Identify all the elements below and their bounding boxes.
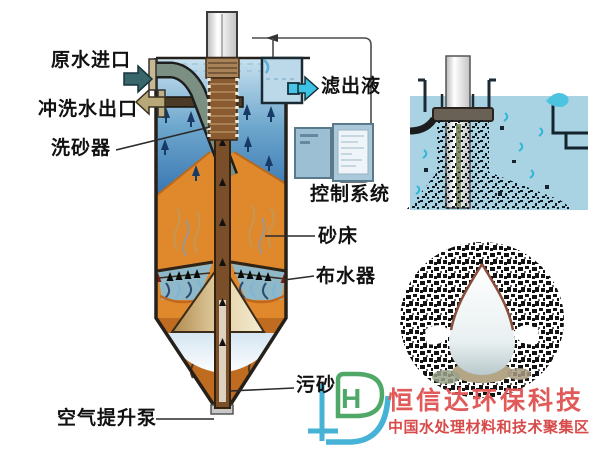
- label-backwash-outlet: 冲洗水出口: [38, 99, 139, 120]
- flow-arrow-left-icon: [266, 34, 278, 42]
- logo-letter: H: [341, 383, 361, 414]
- label-air-lift-pump: 空气提升泵: [57, 408, 158, 429]
- overflow-stream: [263, 59, 270, 74]
- watermark-tagline: 中国水处理材料和技术聚集区: [388, 419, 590, 436]
- label-control-system: 控制系统: [310, 184, 391, 205]
- backwash-arrow-icon: [134, 88, 166, 116]
- filtrate-arrow-icon: [297, 75, 320, 102]
- tank-walls: [154, 58, 288, 411]
- label-filtrate: 滤出液: [321, 76, 382, 97]
- filtrate-weir: [260, 56, 320, 105]
- inlet-backwash-piping: [123, 58, 244, 180]
- inlet-arrow-icon: [123, 64, 154, 94]
- water-distributor: [154, 260, 288, 304]
- sand-motion-lines: [173, 204, 275, 255]
- raw-water-pipe: [154, 64, 236, 179]
- detail-specks: [424, 126, 549, 196]
- inlet-flange: [148, 58, 157, 91]
- riser-pipe-top: [206, 11, 238, 60]
- detail-bubbles: [415, 112, 544, 195]
- airlift-pipe: [205, 57, 240, 409]
- label-sand-bed: 砂床: [318, 226, 359, 247]
- distributor-nozzle-arrows: [166, 269, 272, 281]
- sand-washer-body: [207, 77, 239, 141]
- sand-motion-lines-gray: [182, 217, 266, 257]
- label-dirty-sand: 污砂: [296, 375, 337, 396]
- label-water-distributor: 布水器: [316, 266, 377, 287]
- detail-cone-view: [400, 242, 564, 398]
- control-system-panels: [294, 123, 374, 182]
- watermark-company-name: 恒信达环保科技: [388, 387, 585, 415]
- detail-sand-washer-closeup: [406, 55, 588, 210]
- leader-lines: [115, 126, 315, 420]
- detail-splash: [546, 92, 569, 107]
- upflow-arrow-icons: [161, 104, 275, 181]
- label-raw-water-inlet: 原水进口: [51, 50, 132, 71]
- watermark-logo: H: [308, 371, 391, 445]
- label-sand-washer: 洗砂器: [51, 138, 112, 159]
